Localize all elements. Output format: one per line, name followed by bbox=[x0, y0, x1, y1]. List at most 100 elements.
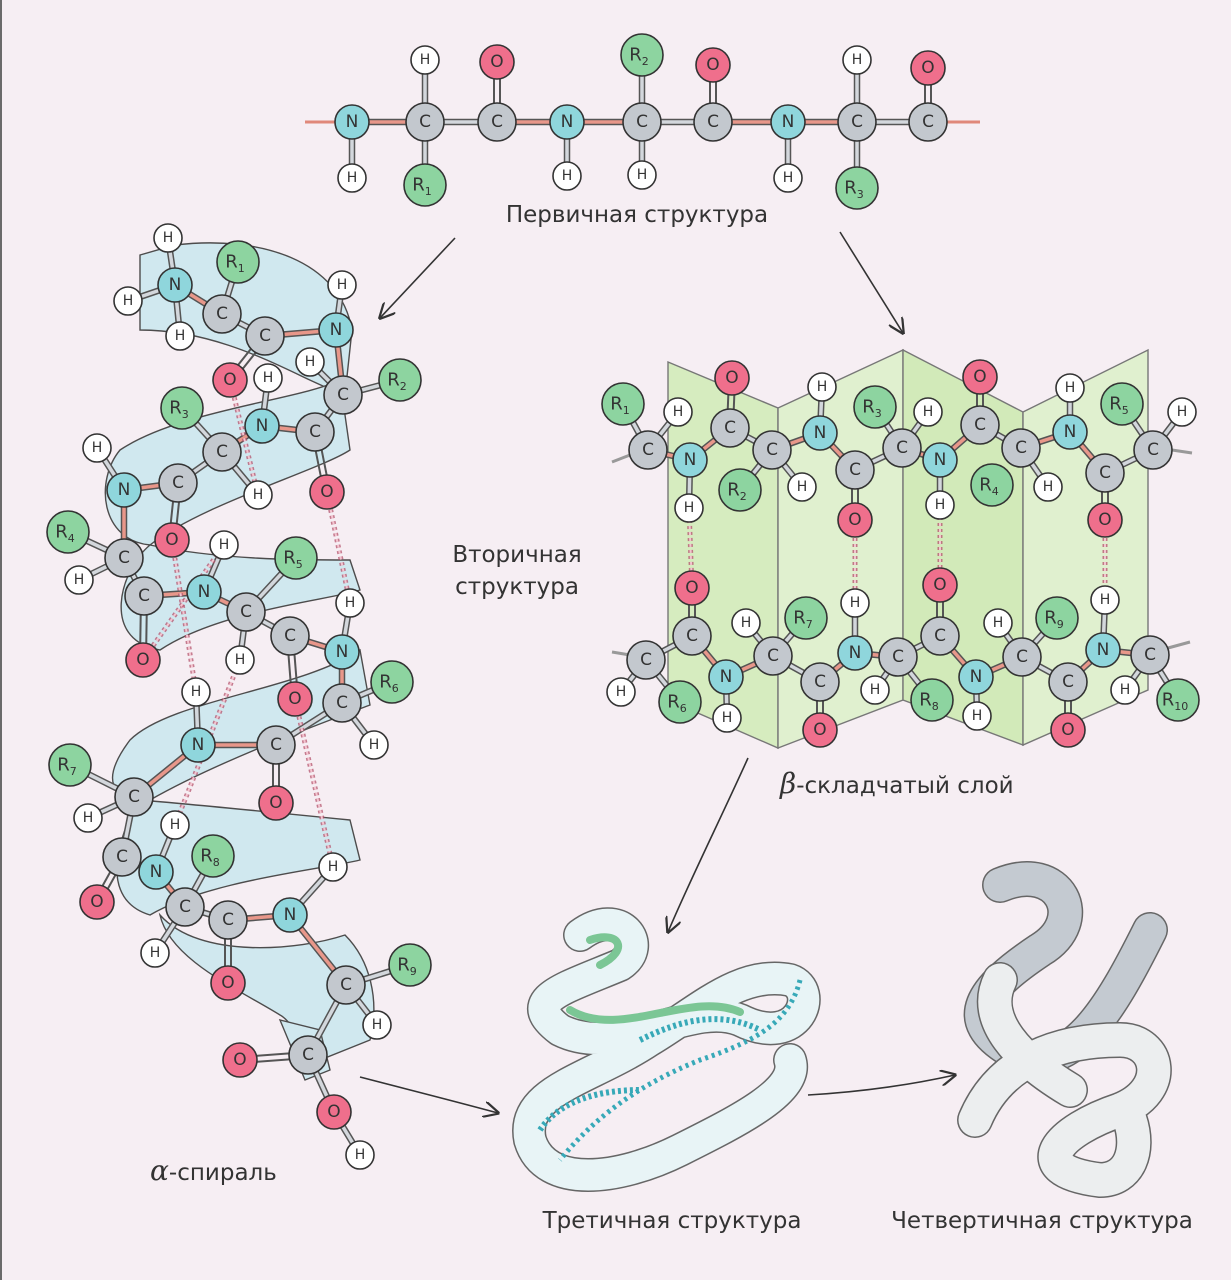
atom-side-chain: R10 bbox=[1156, 678, 1200, 722]
atom-carbon-label: C bbox=[934, 626, 946, 646]
atom-carbon: C bbox=[1085, 453, 1125, 493]
atom-side-chain: R1 bbox=[601, 382, 645, 426]
atom-nitrogen-label: N bbox=[720, 667, 733, 687]
atom-carbon: C bbox=[693, 102, 733, 142]
atom-carbon: C bbox=[628, 430, 668, 470]
atom-hydrogen-label: H bbox=[219, 537, 230, 553]
atom-nitrogen: N bbox=[958, 659, 994, 695]
atom-side-chain: R6 bbox=[370, 660, 414, 704]
arrow-helix-to-tertiary bbox=[359, 1076, 498, 1113]
atom-hydrogen-label: H bbox=[797, 479, 808, 495]
atom-hydrogen-label: H bbox=[337, 277, 348, 293]
atom-side-chain: R5 bbox=[1100, 382, 1144, 426]
subscript: 9 bbox=[1057, 618, 1064, 631]
atom-hydrogen-label: H bbox=[345, 595, 356, 611]
atom-hydrogen: H bbox=[73, 803, 103, 833]
subscript: 2 bbox=[400, 380, 407, 393]
atom-oxygen: O bbox=[154, 522, 190, 558]
atom-hydrogen-label: H bbox=[1043, 479, 1054, 495]
subscript: 7 bbox=[70, 765, 77, 778]
atom-carbon-label: C bbox=[216, 304, 228, 324]
atom-oxygen: O bbox=[212, 362, 248, 398]
atom-carbon-label: C bbox=[814, 672, 826, 692]
subscript: 1 bbox=[425, 185, 432, 198]
subscript: 10 bbox=[1174, 700, 1188, 713]
subscript: 4 bbox=[68, 532, 75, 545]
atom-hydrogen-label: H bbox=[355, 1147, 366, 1163]
atom-carbon: C bbox=[622, 102, 662, 142]
atom-carbon-label: C bbox=[724, 418, 736, 438]
subscript: 8 bbox=[213, 856, 220, 869]
atom-hydrogen: H bbox=[787, 472, 817, 502]
atom-carbon-label: C bbox=[172, 473, 184, 493]
atom-hydrogen: H bbox=[1055, 373, 1085, 403]
atom-nitrogen-label: N bbox=[561, 112, 574, 132]
atom-carbon-label: C bbox=[222, 910, 234, 930]
atom-carbon: C bbox=[165, 887, 205, 927]
atom-oxygen: O bbox=[1050, 712, 1086, 748]
atom-nitrogen: N bbox=[1085, 632, 1121, 668]
atom-carbon: C bbox=[753, 636, 793, 676]
atom-oxygen: O bbox=[79, 884, 115, 920]
subscript: 7 bbox=[806, 618, 813, 631]
subscript: 6 bbox=[680, 702, 687, 715]
atom-hydrogen: H bbox=[209, 530, 239, 560]
atom-carbon-label: C bbox=[491, 112, 503, 132]
atom-hydrogen-label: H bbox=[253, 487, 264, 503]
atom-carbon-label: C bbox=[1015, 438, 1027, 458]
atom-oxygen-label: O bbox=[90, 892, 103, 912]
atom-carbon: C bbox=[202, 432, 242, 472]
atom-hydrogen-label: H bbox=[369, 737, 380, 753]
atom-hydrogen-label: H bbox=[1120, 682, 1131, 698]
atom-oxygen-label: O bbox=[813, 720, 826, 740]
atom-carbon-label: C bbox=[284, 626, 296, 646]
atom-side-chain: R3 bbox=[853, 385, 897, 429]
atom-hydrogen-label: H bbox=[1100, 592, 1111, 608]
atom-oxygen: O bbox=[316, 1094, 352, 1130]
subscript: 3 bbox=[875, 407, 882, 420]
atom-oxygen-label: O bbox=[165, 530, 178, 550]
atom-hydrogen: H bbox=[840, 588, 870, 618]
atom-carbon: C bbox=[256, 725, 296, 765]
atom-carbon-label: C bbox=[240, 602, 252, 622]
atom-nitrogen-label: N bbox=[814, 423, 827, 443]
atom-nitrogen-label: N bbox=[934, 450, 947, 470]
atom-nitrogen: N bbox=[1052, 414, 1088, 450]
atom-hydrogen: H bbox=[362, 1010, 392, 1040]
atom-hydrogen: H bbox=[82, 433, 112, 463]
label-beta-sheet: β-складчатый слой bbox=[779, 767, 1014, 800]
atom-oxygen-label: O bbox=[973, 367, 986, 387]
atom-hydrogen-label: H bbox=[722, 710, 733, 726]
atom-nitrogen: N bbox=[334, 104, 370, 140]
atom-oxygen: O bbox=[695, 47, 731, 83]
atom-hydrogen-label: H bbox=[741, 615, 752, 631]
atom-carbon: C bbox=[752, 430, 792, 470]
atom-side-chain: R7 bbox=[48, 743, 92, 787]
atom-hydrogen: H bbox=[318, 852, 348, 882]
atom-hydrogen-label: H bbox=[372, 1017, 383, 1033]
atom-carbon-label: C bbox=[116, 847, 128, 867]
atom-hydrogen: H bbox=[337, 163, 367, 193]
atom-carbon-label: C bbox=[118, 548, 130, 568]
subscript: 4 bbox=[992, 485, 999, 498]
subscript: 5 bbox=[1122, 404, 1129, 417]
atom-hydrogen: H bbox=[913, 397, 943, 427]
atom-hydrogen-label: H bbox=[923, 404, 934, 420]
atom-side-chain: R6 bbox=[658, 680, 702, 724]
atom-oxygen-label: O bbox=[725, 368, 738, 388]
atom-oxygen-label: O bbox=[320, 482, 333, 502]
atom-side-chain: R9 bbox=[388, 943, 432, 987]
atom-hydrogen-label: H bbox=[684, 500, 695, 516]
atom-carbon-label: C bbox=[1016, 647, 1028, 667]
atom-hydrogen-label: H bbox=[783, 170, 794, 186]
atom-nitrogen-label: N bbox=[330, 320, 343, 340]
atom-oxygen: O bbox=[277, 681, 313, 717]
atom-carbon: C bbox=[672, 616, 712, 656]
subscript: 8 bbox=[932, 700, 939, 713]
atom-carbon: C bbox=[1133, 430, 1173, 470]
beta-symbol: β bbox=[779, 767, 796, 800]
atom-carbon: C bbox=[1130, 635, 1170, 675]
atom-carbon: C bbox=[800, 662, 840, 702]
atom-carbon: C bbox=[245, 316, 285, 356]
label-tertiary-structure: Третичная структура bbox=[542, 1208, 802, 1234]
